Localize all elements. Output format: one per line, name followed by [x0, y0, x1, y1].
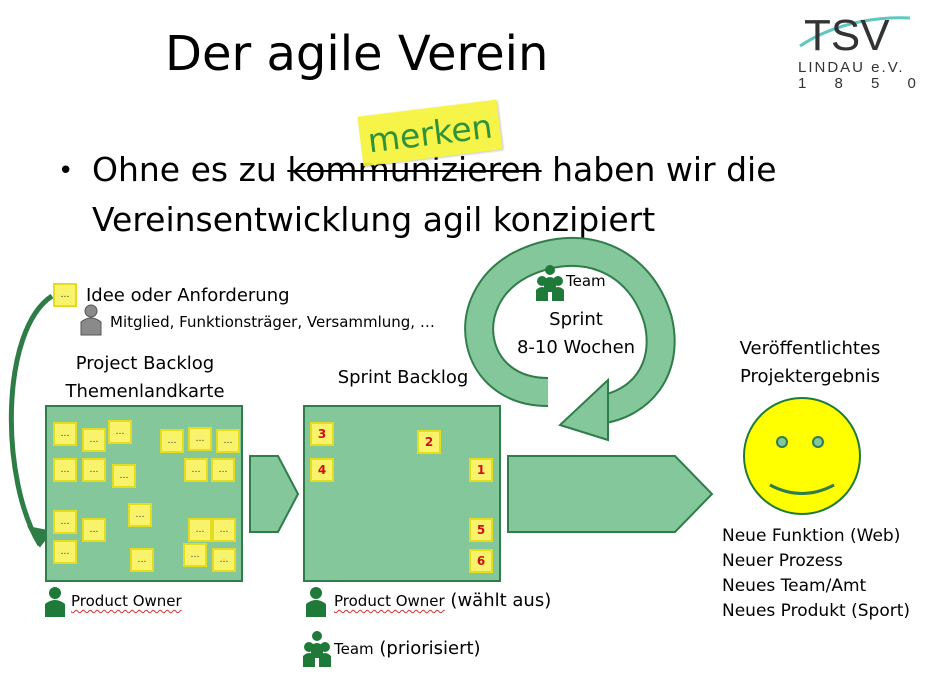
sticky-note: … [160, 429, 184, 453]
project-backlog-line2: Themenlandkarte [65, 380, 225, 402]
sprint-backlog-box [303, 405, 501, 582]
sprint-backlog-team: Team [334, 640, 374, 658]
result-title: Veröffentlichtes Projektergebnis [715, 335, 905, 391]
logo-line2: 1 8 5 0 [798, 75, 920, 91]
logo-line1: LINDAU e.V. [798, 59, 905, 76]
sticky-note: … [212, 548, 236, 572]
logo-name: TSV [804, 11, 890, 60]
sticky-note-icon: … [53, 283, 77, 307]
sprint-team-label: Team [566, 272, 606, 290]
sticky-note: … [82, 428, 106, 452]
sprint-item: 3 [310, 422, 334, 446]
sprint-owner-line: Product Owner (wählt aus) [334, 590, 551, 611]
sprint-team-suffix: (priorisiert) [373, 638, 481, 659]
sticky-note: … [53, 540, 77, 564]
slide-title: Der agile Verein [165, 26, 549, 82]
bullet-dot: • [58, 156, 74, 186]
result-item: Neues Team/Amt [722, 576, 867, 596]
sticky-note: … [82, 518, 106, 542]
bullet-after: haben wir die [541, 150, 777, 189]
sticky-note: … [216, 429, 240, 453]
sticky-note: … [128, 503, 152, 527]
sticky-note: … [53, 422, 77, 446]
result-item: Neuer Prozess [722, 551, 843, 571]
sprint-item: 1 [469, 458, 493, 482]
sticky-note: … [130, 548, 154, 572]
chevron-arrow [249, 455, 300, 533]
sticky-note: … [184, 458, 208, 482]
result-arrow [507, 455, 714, 533]
sprint-line1: Sprint [549, 309, 603, 330]
sprint-owner-suffix: (wählt aus) [444, 590, 552, 611]
sticky-note: … [82, 458, 106, 482]
sticky-note: … [188, 518, 212, 542]
sprint-item: 5 [469, 518, 493, 542]
sticky-note: … [53, 458, 77, 482]
project-backlog-title: Project Backlog Themenlandkarte [30, 350, 260, 406]
product-owner-icon [44, 586, 66, 622]
cycle-arrow-icon [464, 236, 676, 442]
result-item: Neues Produkt (Sport) [722, 601, 911, 621]
sprint-item: 6 [469, 549, 493, 573]
sprint-line2: 8-10 Wochen [516, 336, 636, 358]
sprint-item: 2 [417, 430, 441, 454]
sprint-backlog-title: Sprint Backlog [337, 367, 469, 388]
bullet-line1: Ohne es zu kommunizieren haben wir die [92, 150, 777, 190]
project-backlog-line1: Project Backlog [75, 353, 215, 374]
sticky-note: … [212, 518, 236, 542]
sticky-note: … [183, 543, 207, 567]
product-owner-icon [305, 586, 327, 622]
idea-arrow [8, 293, 54, 547]
sprint-item: 4 [310, 458, 334, 482]
sticky-note: … [211, 458, 235, 482]
result-line1: Veröffentlichtes [739, 338, 881, 359]
bullet-before: Ohne es zu [92, 150, 288, 189]
team-icon [302, 630, 332, 672]
result-line2: Projektergebnis [740, 365, 880, 387]
idea-sources: Mitglied, Funktionsträger, Versammlung, … [110, 313, 435, 331]
smiley-icon [743, 397, 861, 515]
sticky-note: … [112, 464, 136, 488]
result-item: Neue Funktion (Web) [722, 526, 901, 546]
sprint-label: Sprint 8-10 Wochen [496, 306, 656, 362]
sticky-note: … [188, 427, 212, 451]
sprint-backlog-owner: Product Owner [334, 592, 445, 610]
sticky-note: … [108, 420, 132, 444]
result-list: Neue Funktion (Web) Neuer Prozess Neues … [722, 524, 910, 624]
sprint-team-line: Team (priorisiert) [334, 638, 481, 659]
bullet-line2: Vereinsentwicklung agil konzipiert [92, 200, 656, 239]
idea-label: Idee oder Anforderung [86, 285, 290, 306]
tsv-logo: TSV LINDAU e.V. 1 8 5 0 [790, 6, 920, 92]
sticky-note: … [53, 510, 77, 534]
team-icon [535, 264, 565, 306]
person-icon [80, 304, 102, 340]
project-backlog-owner: Product Owner [71, 592, 182, 610]
